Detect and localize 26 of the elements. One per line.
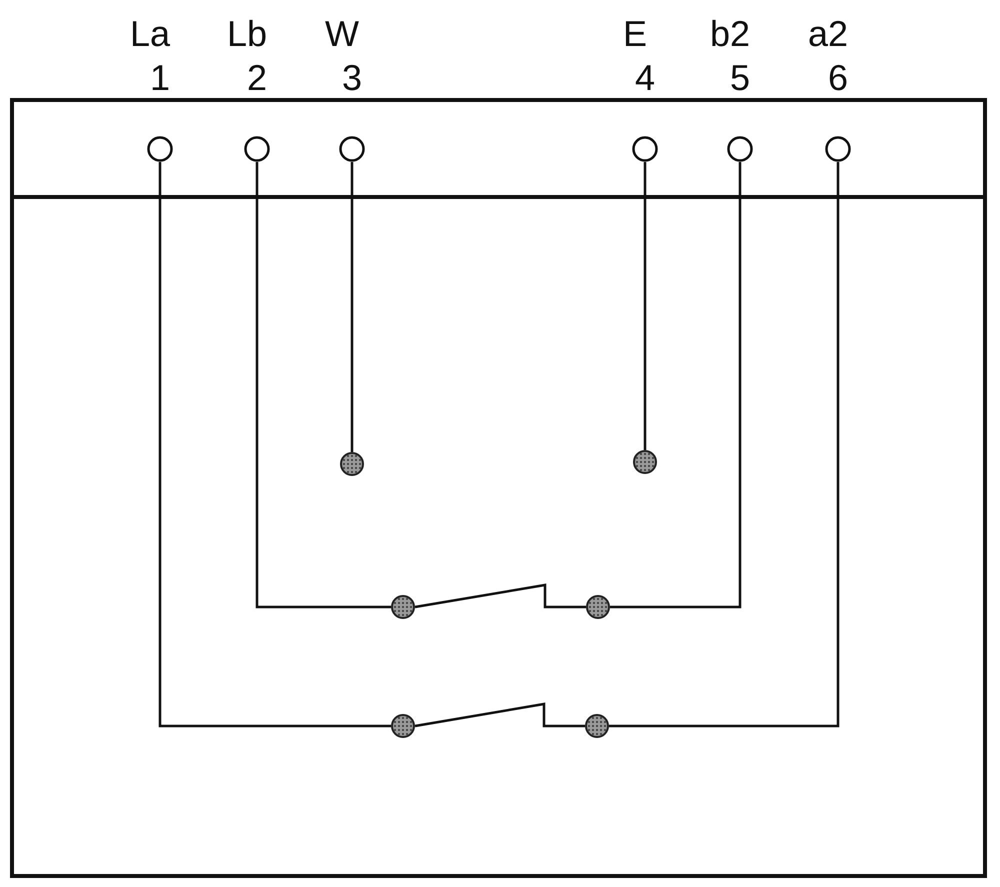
terminal-name: E xyxy=(622,15,648,53)
terminal-number: 5 xyxy=(728,59,752,97)
terminal-number: 1 xyxy=(148,59,172,97)
wire xyxy=(256,162,391,608)
terminal-name: Lb xyxy=(226,15,268,53)
terminal-name: a2 xyxy=(806,15,850,53)
wire xyxy=(644,162,646,450)
terminal-number: 4 xyxy=(634,59,656,97)
terminal-name: W xyxy=(324,15,360,53)
wire xyxy=(158,162,391,728)
switch-contact-symbol xyxy=(414,584,586,608)
terminal-name: La xyxy=(128,15,172,53)
contact-dot xyxy=(586,595,610,619)
contact-dot xyxy=(340,452,364,476)
contact-dot xyxy=(633,450,657,474)
terminal-number: 2 xyxy=(246,59,268,97)
terminal-number: 6 xyxy=(826,59,850,97)
contact-dot xyxy=(391,595,415,619)
wire xyxy=(350,162,354,452)
switch-contact-symbol xyxy=(414,702,585,728)
wire xyxy=(610,162,742,608)
terminal-number: 3 xyxy=(340,59,364,97)
terminal-name: b2 xyxy=(708,15,752,53)
contact-dot xyxy=(585,714,609,738)
contact-dot xyxy=(391,714,415,738)
wire xyxy=(609,162,840,728)
